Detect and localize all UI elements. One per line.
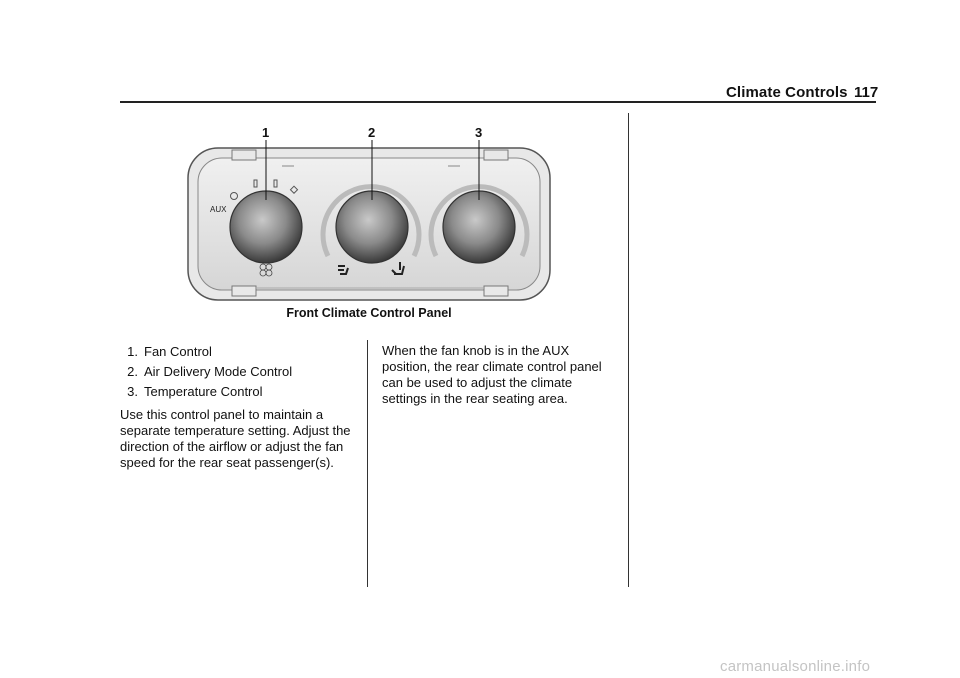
figure-caption: Front Climate Control Panel	[286, 306, 452, 320]
fan-icon	[259, 263, 273, 277]
fan-knob	[229, 190, 303, 264]
air-delivery-knob	[335, 190, 409, 264]
usage-paragraph: Use this control panel to maintain a sep…	[120, 407, 351, 470]
list-item-number: 1.	[127, 344, 138, 359]
climate-panel-figure: AUX 1 2 3	[186, 120, 552, 306]
callout-2: 2	[368, 125, 375, 140]
list-item-number: 2.	[127, 364, 138, 379]
callout-1: 1	[262, 125, 269, 140]
aux-label: AUX	[210, 205, 227, 214]
page-number: 117	[854, 84, 879, 101]
column-divider-right	[628, 113, 629, 587]
header-rule	[120, 101, 876, 103]
vent-face-icon	[338, 265, 349, 275]
list-item-number: 3.	[127, 384, 138, 399]
callout-3: 3	[475, 125, 482, 140]
aux-paragraph: When the fan knob is in the AUX position…	[382, 343, 602, 406]
bottom-clip-left	[231, 285, 257, 297]
climate-panel-illustration: AUX 1 2 3	[187, 125, 551, 301]
section-title: Climate Controls	[726, 84, 848, 101]
list-item-text: Temperature Control	[144, 384, 263, 399]
watermark: carmanualsonline.info	[720, 658, 871, 675]
list-item: 1. Fan Control	[120, 343, 360, 363]
list-item-text: Air Delivery Mode Control	[144, 364, 293, 379]
top-clip-left	[231, 149, 257, 161]
control-list: 1. Fan Control 2. Air Delivery Mode Contro…	[120, 343, 360, 403]
column-divider-left	[367, 340, 368, 587]
list-item-text: Fan Control	[144, 344, 212, 359]
top-clip-right	[483, 149, 509, 161]
list-item: 2. Air Delivery Mode Control	[120, 363, 360, 383]
mode-arc	[320, 184, 422, 258]
bottom-clip-right	[483, 285, 509, 297]
temperature-knob	[442, 190, 516, 264]
floor-vent-icon	[391, 262, 405, 275]
list-item: 3. Temperature Control	[120, 383, 360, 403]
